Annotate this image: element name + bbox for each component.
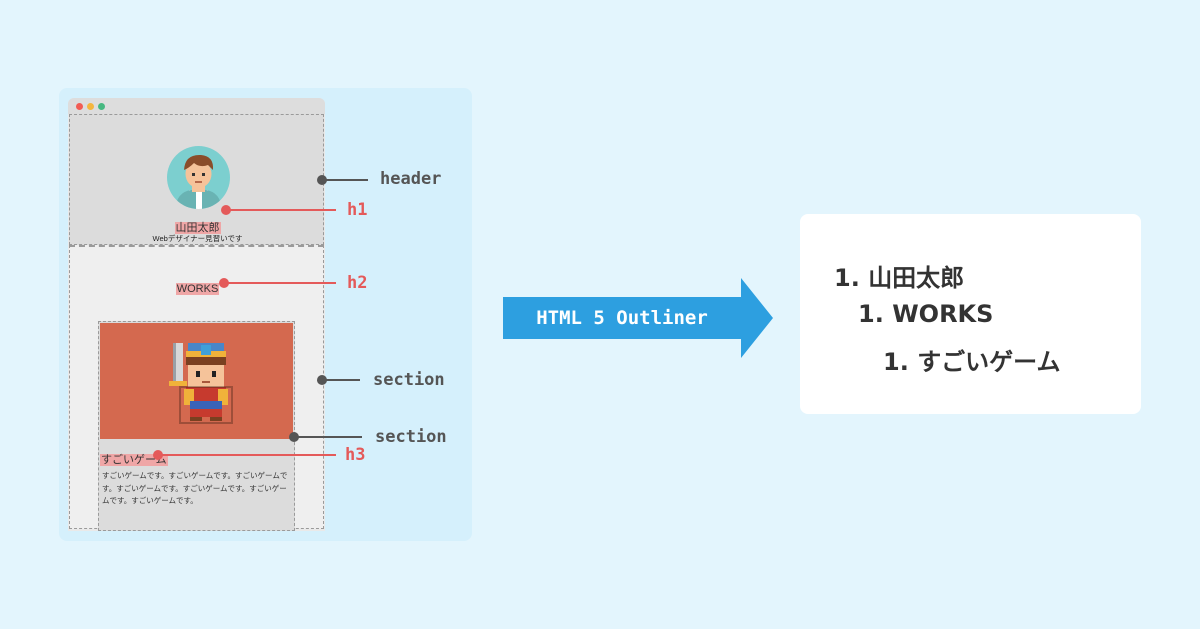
outline-item-2: 1. WORKS — [858, 300, 994, 328]
arrow-label: HTML 5 Outliner — [536, 307, 708, 329]
callout-h2: h2 — [347, 273, 368, 293]
header-subtitle: Webデザイナー見習いです — [152, 234, 243, 243]
minimize-dot-icon — [87, 103, 94, 110]
outline-item-3: 1. すごいゲーム — [883, 348, 1061, 376]
header-box: 山田太郎 Webデザイナー見習いです — [69, 114, 324, 245]
game-image — [100, 323, 293, 439]
pixel-hero-icon — [169, 343, 233, 424]
article-body: すごいゲームです。すごいゲームです。すごいゲームです。すごいゲームです。すごいゲ… — [102, 471, 288, 505]
callout-h1: h1 — [347, 200, 368, 220]
outline-item-1: 1. 山田太郎 — [834, 264, 965, 292]
callout-section-inner: section — [375, 427, 447, 447]
callout-h3: h3 — [345, 445, 366, 465]
h3-heading: すごいゲーム — [100, 454, 168, 466]
outline-result-card: 1. 山田太郎 1. WORKS 1. すごいゲーム — [800, 214, 1141, 414]
h1-heading: 山田太郎 — [174, 222, 221, 234]
avatar-icon — [167, 146, 230, 209]
close-dot-icon — [76, 103, 83, 110]
browser-titlebar — [68, 98, 325, 114]
callout-header: header — [380, 169, 442, 189]
h2-heading: WORKS — [175, 283, 220, 295]
section-box-inner: すごいゲーム すごいゲームです。すごいゲームです。すごいゲームです。すごいゲーム… — [98, 321, 295, 531]
callout-section-outer: section — [373, 370, 445, 390]
maximize-dot-icon — [98, 103, 105, 110]
outliner-arrow-icon — [503, 278, 773, 358]
browser-mockup: 山田太郎 Webデザイナー見習いです WORKS — [68, 98, 325, 531]
